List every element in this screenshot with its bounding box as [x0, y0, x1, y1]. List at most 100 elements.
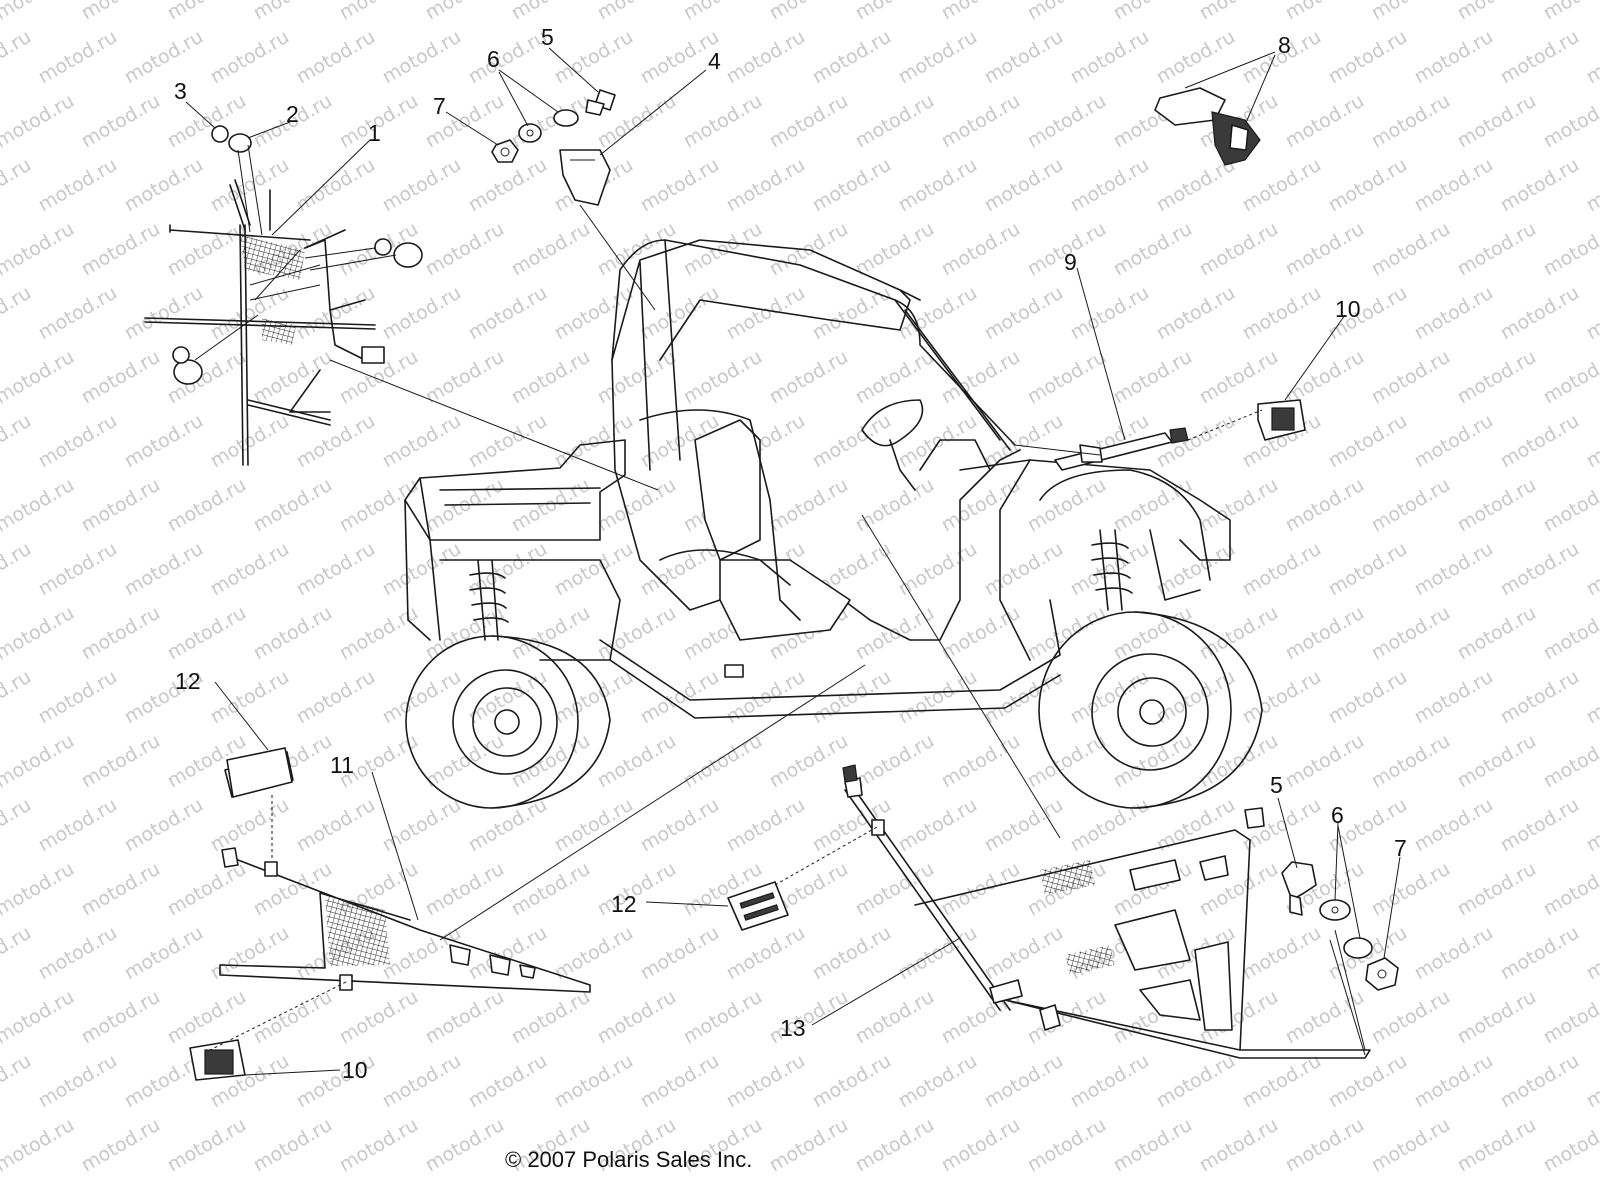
watermark-text: motod.ru	[1282, 0, 1368, 24]
watermark-text: motod.ru	[1583, 26, 1600, 89]
watermark-text: motod.ru	[1497, 410, 1583, 473]
watermark-text: motod.ru	[1368, 90, 1454, 153]
watermark-text: motod.ru	[723, 282, 809, 345]
watermark-text: motod.ru	[1583, 154, 1600, 217]
watermark-text: motod.ru	[1583, 410, 1600, 473]
watermark-text: motod.ru	[1282, 986, 1368, 1049]
watermark-text: motod.ru	[250, 346, 336, 409]
watermark-text: motod.ru	[981, 154, 1067, 217]
watermark-text: motod.ru	[379, 1050, 465, 1113]
watermark-text: motod.ru	[1540, 0, 1600, 24]
watermark-text: motod.ru	[0, 666, 35, 729]
watermark-text: motod.ru	[207, 410, 293, 473]
watermark-text: motod.ru	[551, 922, 637, 985]
watermark-text: motod.ru	[1024, 346, 1110, 409]
watermark-text: motod.ru	[508, 218, 594, 281]
watermark-text: motod.ru	[895, 410, 981, 473]
watermark-text: motod.ru	[1196, 218, 1282, 281]
watermark-text: motod.ru	[680, 0, 766, 24]
watermark-text: motod.ru	[35, 922, 121, 985]
watermark-text: motod.ru	[207, 666, 293, 729]
watermark-text: motod.ru	[1411, 154, 1497, 217]
watermark-text: motod.ru	[1024, 986, 1110, 1049]
part-1-upper-net	[144, 125, 423, 466]
watermark-text: motod.ru	[594, 0, 680, 24]
watermark-text: motod.ru	[0, 794, 35, 857]
watermark-text: motod.ru	[981, 1050, 1067, 1113]
watermark-text: motod.ru	[1540, 602, 1600, 665]
callout-6-top: 6	[487, 46, 500, 72]
watermark-text: motod.ru	[551, 538, 637, 601]
watermark-text: motod.ru	[680, 218, 766, 281]
watermark-text: motod.ru	[0, 154, 35, 217]
part-10-slide-adjuster-lower	[189, 1039, 246, 1081]
watermark-text: motod.ru	[293, 282, 379, 345]
part-12-slide-adjuster-left	[226, 747, 293, 798]
callout-labels: 1 2 3 4 5 6 7 8 9 10 12 11 5 6 7 12 13 1…	[174, 24, 1407, 1083]
watermark-text: motod.ru	[35, 538, 121, 601]
watermark-text: motod.ru	[35, 410, 121, 473]
watermark-text: motod.ru	[809, 26, 895, 89]
watermark-text: motod.ru	[379, 282, 465, 345]
watermark-text: motod.ru	[422, 0, 508, 24]
watermark-text: motod.ru	[895, 26, 981, 89]
part-12-slide-adjuster-centre	[727, 881, 789, 931]
watermark-text: motod.ru	[121, 538, 207, 601]
watermark-text: motod.ru	[594, 474, 680, 537]
watermark-text: motod.ru	[938, 0, 1024, 24]
watermark-text: motod.ru	[0, 1114, 78, 1177]
callout-12-centre: 12	[611, 891, 637, 917]
callout-7-top: 7	[433, 93, 446, 119]
watermark-text: motod.ru	[852, 346, 938, 409]
watermark-text: motod.ru	[1497, 538, 1583, 601]
watermark-text: motod.ru	[508, 474, 594, 537]
watermark-text: motod.ru	[852, 474, 938, 537]
callout-13: 13	[780, 1015, 806, 1041]
hardware-top-cluster	[491, 89, 616, 206]
watermark-text: motod.ru	[1282, 474, 1368, 537]
watermark-text: motod.ru	[78, 218, 164, 281]
callout-3: 3	[174, 78, 187, 104]
watermark-text: motod.ru	[766, 474, 852, 537]
watermark-text: motod.ru	[809, 666, 895, 729]
watermark-text: motod.ru	[121, 410, 207, 473]
callout-12-left: 12	[175, 668, 201, 694]
watermark-text: motod.ru	[680, 346, 766, 409]
watermark-text: motod.ru	[379, 666, 465, 729]
watermark-text: motod.ru	[1067, 666, 1153, 729]
watermark-text: motod.ru	[1540, 90, 1600, 153]
leader-lines	[185, 47, 1401, 1076]
watermark-text: motod.ru	[1110, 474, 1196, 537]
watermark-text: motod.ru	[1454, 0, 1540, 24]
watermark-text: motod.ru	[852, 90, 938, 153]
watermark-text: motod.ru	[809, 922, 895, 985]
watermark-text: motod.ru	[1153, 282, 1239, 345]
watermark-text: motod.ru	[895, 666, 981, 729]
watermark-text: motod.ru	[594, 602, 680, 665]
watermark-text: motod.ru	[895, 538, 981, 601]
watermark-text: motod.ru	[1454, 602, 1540, 665]
watermark-text: motod.ru	[508, 90, 594, 153]
watermark-text: motod.ru	[336, 1114, 422, 1177]
watermark-text: motod.ru	[1454, 730, 1540, 793]
watermark-text: motod.ru	[1024, 730, 1110, 793]
watermark-text: motod.ru	[508, 858, 594, 921]
watermark-text: motod.ru	[465, 26, 551, 89]
watermark-text: motod.ru	[1368, 602, 1454, 665]
watermark-text: motod.ru	[1368, 218, 1454, 281]
watermark-text: motod.ru	[78, 474, 164, 537]
watermark-text: motod.ru	[1110, 730, 1196, 793]
watermark-text: motod.ru	[293, 26, 379, 89]
watermark-text: motod.ru	[250, 858, 336, 921]
watermark-text: motod.ru	[981, 282, 1067, 345]
watermark-text: motod.ru	[1540, 346, 1600, 409]
watermark-text: motod.ru	[1196, 346, 1282, 409]
watermark-text: motod.ru	[766, 346, 852, 409]
watermark-text: motod.ru	[680, 986, 766, 1049]
watermark-text: motod.ru	[1196, 1114, 1282, 1177]
watermark-text: motod.ru	[895, 1050, 981, 1113]
watermark-text: motod.ru	[78, 0, 164, 24]
watermark-text: motod.ru	[1368, 1114, 1454, 1177]
watermark-text: motod.ru	[0, 26, 35, 89]
watermark-text: motod.ru	[1067, 26, 1153, 89]
